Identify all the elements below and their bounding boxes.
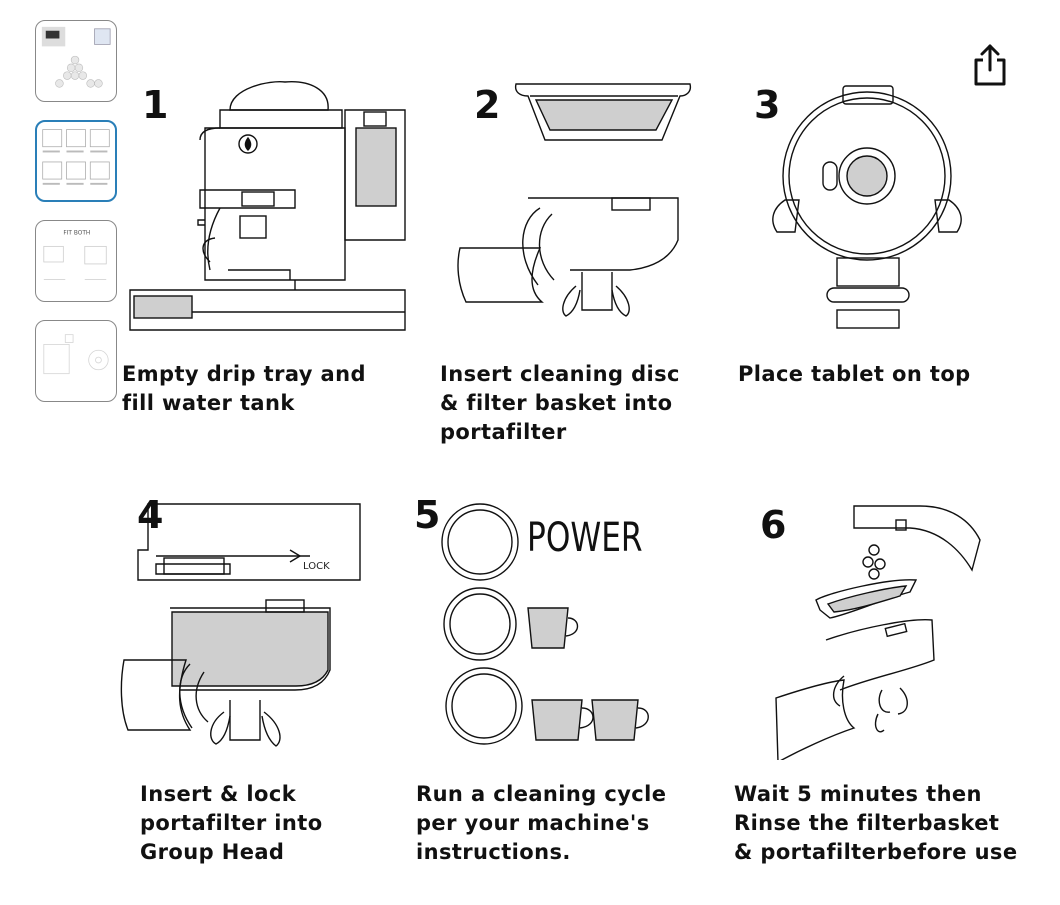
thumbnail-4[interactable]: [35, 320, 117, 402]
step-5-caption: Run a cleaning cycle per your machine's …: [416, 780, 666, 867]
tablet-top-view-illustration: [765, 82, 975, 337]
share-icon[interactable]: [970, 42, 1010, 88]
filter-basket-portafilter-illustration: [450, 80, 700, 340]
thumbnail-3[interactable]: FIT BOTH: [35, 220, 117, 302]
step-6-caption: Wait 5 minutes then Rinse the filterbask…: [734, 780, 1017, 867]
thumbnail-2-image: [37, 122, 115, 200]
step-2-caption: Insert cleaning disc & filter basket int…: [440, 360, 680, 447]
thumbnail-2[interactable]: [35, 120, 117, 202]
thumbnail-4-image: [36, 321, 116, 401]
espresso-machine-illustration: [120, 80, 410, 335]
thumbnail-1[interactable]: [35, 20, 117, 102]
step-5-number: 5: [414, 496, 440, 534]
step-4-caption: Insert & lock portafilter into Group Hea…: [140, 780, 323, 867]
group-head-lock-illustration: [120, 500, 365, 770]
step-3-caption: Place tablet on top: [738, 360, 971, 389]
rinse-illustration: [770, 500, 990, 760]
step-1-caption: Empty drip tray and fill water tank: [122, 360, 366, 418]
power-label: POWER: [527, 515, 643, 561]
thumbnail-3-image: FIT BOTH: [36, 221, 116, 301]
lock-label: LOCK: [303, 561, 330, 572]
thumbnail-3-text: FIT BOTH: [63, 231, 90, 237]
thumbnail-1-image: [36, 21, 116, 101]
